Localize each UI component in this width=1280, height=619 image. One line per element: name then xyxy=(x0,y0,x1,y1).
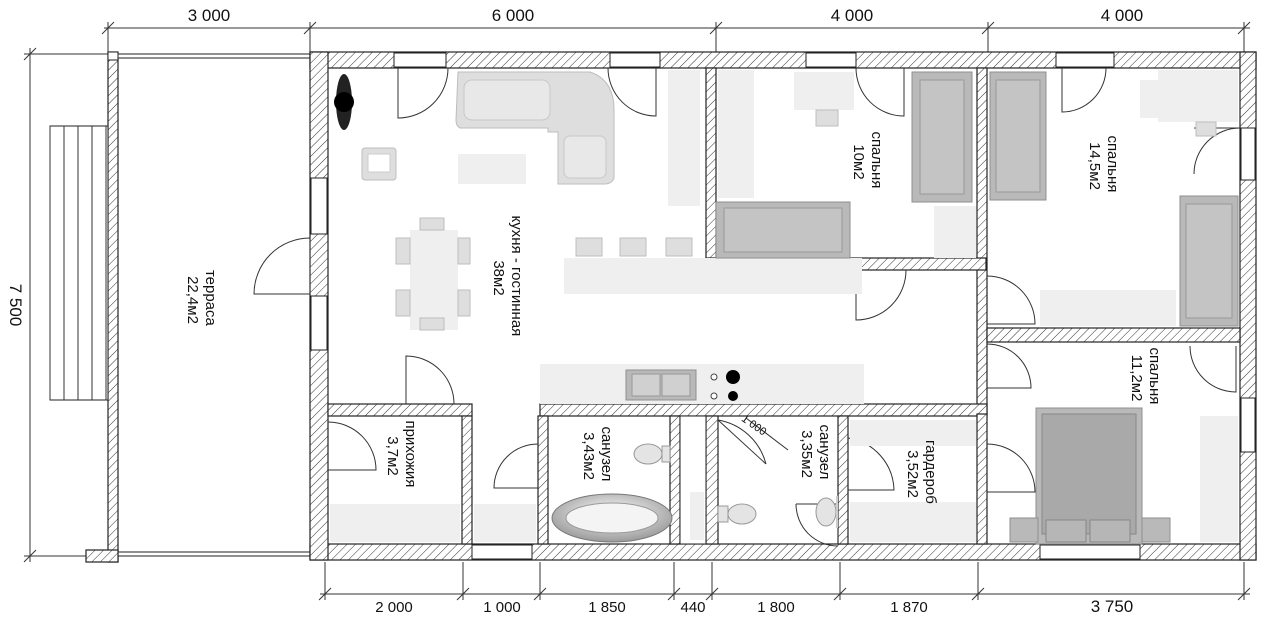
bedroom2-furniture xyxy=(989,70,1239,327)
room-labels: терраса 22,4м2 кухня - гостинная 38м2 сп… xyxy=(184,131,1163,508)
living-furniture xyxy=(334,70,864,404)
hall-area: 3,7м2 xyxy=(384,436,401,476)
doors xyxy=(253,67,1241,547)
wardrobe-name: гардероб xyxy=(922,440,939,504)
dim-bottom-gap: 440 xyxy=(680,599,705,616)
terrace-label: терраса 22,4м2 xyxy=(184,270,219,330)
terrace-name: терраса xyxy=(202,270,219,327)
bath1-label: санузел 3,43м2 xyxy=(580,426,615,485)
bedroom1-label: спальня 10м2 xyxy=(850,131,885,192)
bedroom3-label: спальня 11,2м2 xyxy=(1128,347,1163,408)
dim-bottom-bath1: 1 850 xyxy=(588,599,626,616)
bedroom1-name: спальня xyxy=(868,131,885,188)
living-area: 38м2 xyxy=(490,260,507,295)
bedroom2-label: спальня 14,5м2 xyxy=(1086,135,1121,196)
hall-name: прихожия xyxy=(402,420,419,487)
exterior-walls xyxy=(309,51,1257,561)
left-dimension-line: 7 500 xyxy=(6,47,110,563)
terrace xyxy=(85,51,311,563)
bath2-name: санузел xyxy=(816,424,833,479)
bottom-dimension-line: 2 000 1 000 1 850 440 1 800 1 870 3 750 xyxy=(318,562,1251,616)
wardrobe-label: гардероб 3,52м2 xyxy=(904,440,939,508)
hall-label: прихожия 3,7м2 xyxy=(384,420,419,491)
bedroom1-area: 10м2 xyxy=(850,144,867,179)
terrace-stairs xyxy=(49,125,109,401)
bedroom3-furniture xyxy=(1009,407,1238,545)
dim-top-living: 6 000 xyxy=(492,6,535,25)
bedroom2-area: 14,5м2 xyxy=(1086,142,1103,190)
bedroom3-area: 11,2м2 xyxy=(1128,355,1145,402)
dim-top-bedroom1: 4 000 xyxy=(831,6,874,25)
dim-bottom-wardrobe: 1 870 xyxy=(890,599,928,616)
dim-top-terrace: 3 000 xyxy=(188,6,231,25)
dim-bottom-corridor: 1 000 xyxy=(483,599,521,616)
bath1-name: санузел xyxy=(598,426,615,481)
dim-bottom-bath2: 1 800 xyxy=(757,599,795,616)
bath2-label: санузел 3,35м2 xyxy=(798,424,833,483)
bath1-area: 3,43м2 xyxy=(580,432,597,480)
top-dimension-line: 3 000 6 000 4 000 4 000 xyxy=(101,6,1251,60)
dim-bottom-bedroom3: 3 750 xyxy=(1091,597,1134,616)
bedroom1-furniture xyxy=(715,71,976,259)
bedroom2-name: спальня xyxy=(1104,135,1121,192)
fan-icon xyxy=(334,74,354,130)
terrace-area: 22,4м2 xyxy=(184,276,201,324)
bath2-area: 3,35м2 xyxy=(798,430,815,478)
living-name: кухня - гостинная xyxy=(508,216,525,337)
wardrobe-area: 3,52м2 xyxy=(904,450,921,498)
dim-bottom-hall: 2 000 xyxy=(375,599,413,616)
dim-top-bedroom2: 4 000 xyxy=(1101,6,1144,25)
bedroom3-name: спальня xyxy=(1146,347,1163,404)
living-label: кухня - гостинная 38м2 xyxy=(490,216,525,341)
service-fixtures xyxy=(330,420,976,543)
dim-left-depth: 7 500 xyxy=(6,284,25,327)
